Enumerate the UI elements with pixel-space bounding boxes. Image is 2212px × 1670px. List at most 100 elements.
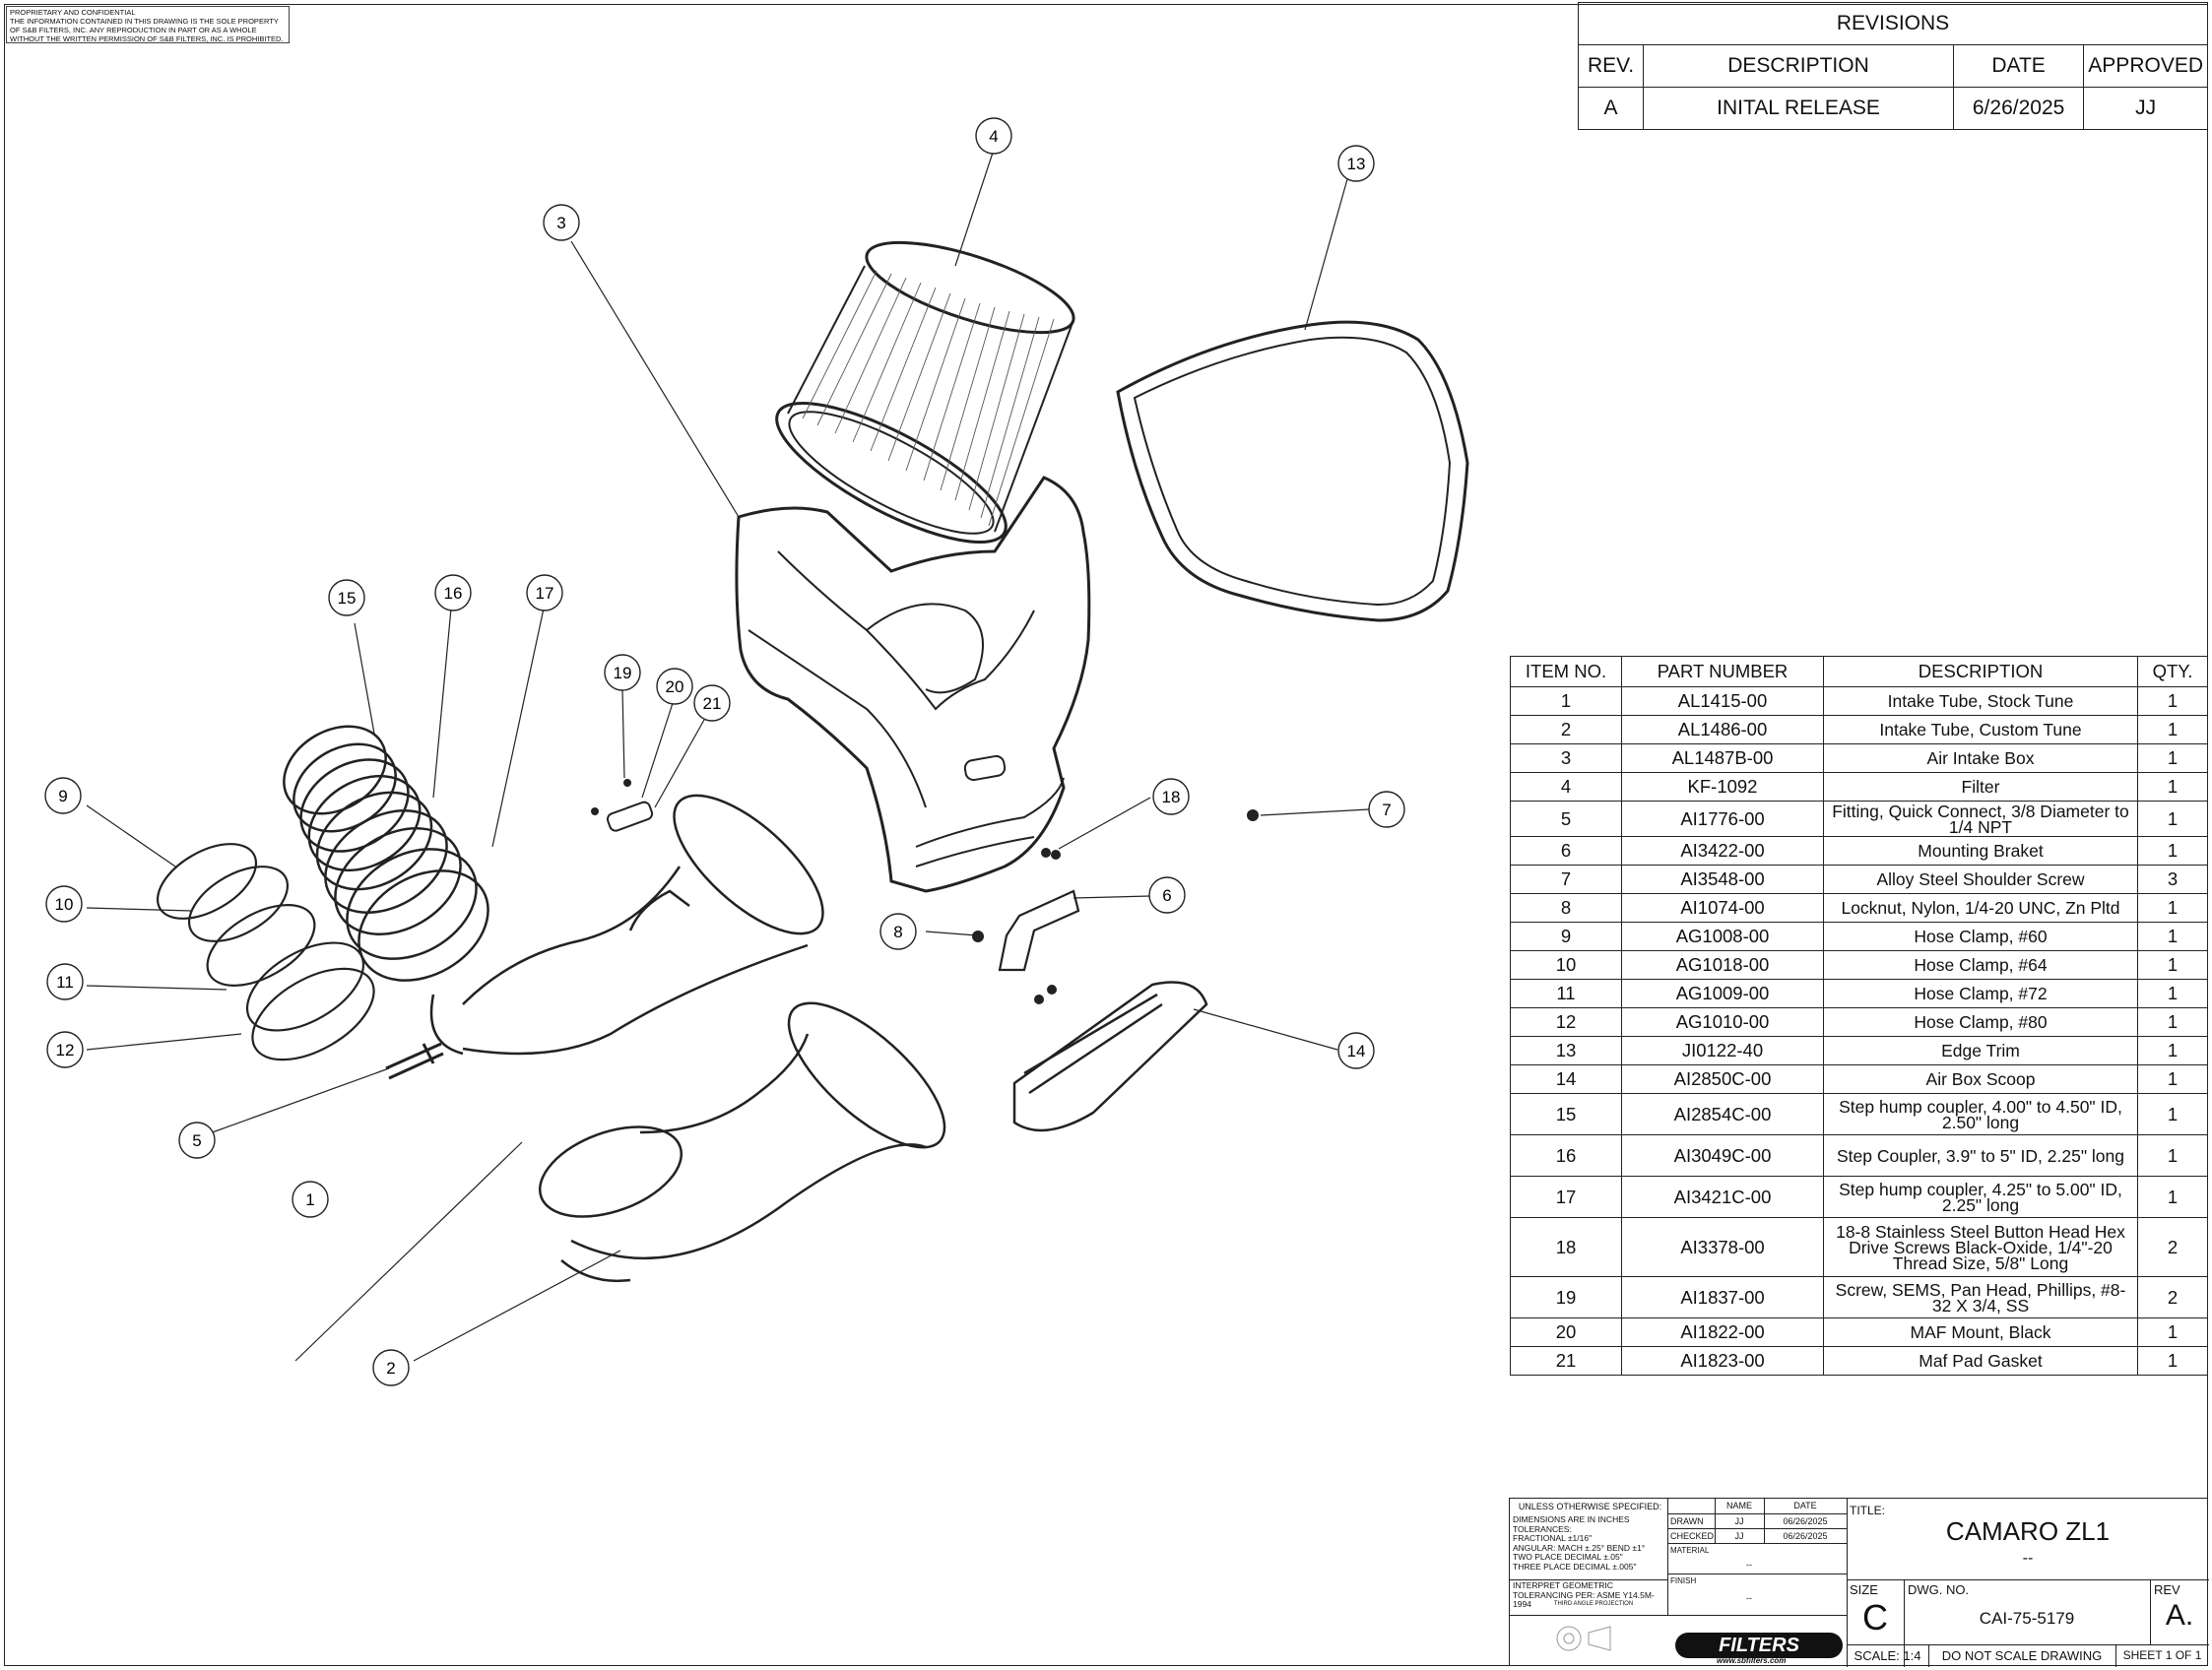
checked-name: JJ <box>1734 1531 1744 1541</box>
balloon-label: 19 <box>614 664 632 682</box>
bom-description-cell: Hose Clamp, #72 <box>1823 979 2138 1008</box>
balloon-circle <box>879 913 917 950</box>
item-no-cell: 13 <box>1510 1036 1622 1065</box>
finish-value: -- <box>1746 1593 1752 1603</box>
rev-cell: A <box>1577 87 1645 130</box>
material-value: -- <box>1746 1560 1752 1570</box>
bom-description-cell: Step hump coupler, 4.00" to 4.50" ID, 2.… <box>1823 1093 2138 1135</box>
air-box-scoop-part <box>1012 981 1208 1132</box>
revisions-table: REVISIONS REV. DESCRIPTION DATE APPROVED… <box>1577 2 2208 130</box>
finish-label: FINISH <box>1670 1576 1697 1585</box>
balloon-label: 2 <box>386 1359 395 1378</box>
bom-description-cell: Air Intake Box <box>1823 743 2138 773</box>
item-no-cell: 12 <box>1510 1007 1622 1037</box>
item-no-cell: 20 <box>1510 1317 1622 1347</box>
dwg-no-label: DWG. NO. <box>1908 1582 1970 1597</box>
part-number-cell: AI1074-00 <box>1621 893 1824 923</box>
revisions-title: REVISIONS <box>1578 2 2208 45</box>
logo-text: FILTERS <box>1719 1635 1799 1656</box>
notice-line: PROPRIETARY AND CONFIDENTIAL <box>10 8 136 17</box>
bom-description-cell: Mounting Braket <box>1823 836 2138 866</box>
balloon-circle <box>975 117 1012 155</box>
item-no-cell: 21 <box>1510 1346 1622 1376</box>
confidential-notice: PROPRIETARY AND CONFIDENTIAL THE INFORMA… <box>6 6 290 43</box>
balloon-circle <box>46 1031 84 1068</box>
bom-description-cell: Hose Clamp, #64 <box>1823 950 2138 980</box>
item-balloon-1: 1 <box>292 1181 329 1218</box>
mounting-bracket-part <box>998 889 1080 972</box>
hose-clamps-parts <box>156 843 375 1061</box>
size-label: SIZE <box>1850 1582 1878 1597</box>
rev-label: REV <box>2154 1582 2180 1597</box>
item-balloon-11: 11 <box>46 963 84 1000</box>
balloon-circle <box>1337 145 1375 182</box>
balloon-circle <box>604 654 641 691</box>
item-balloon-5: 5 <box>178 1122 216 1159</box>
item-balloon-12: 12 <box>46 1031 84 1068</box>
item-balloon-9: 9 <box>44 777 82 814</box>
rev-date-cell: 6/26/2025 <box>1952 87 2085 130</box>
qty-cell: 1 <box>2137 1346 2208 1376</box>
balloon-label: 1 <box>305 1190 314 1209</box>
item-no-cell: 7 <box>1510 865 1622 894</box>
item-balloon-14: 14 <box>1337 1032 1375 1069</box>
qty-cell: 1 <box>2137 950 2208 980</box>
qty-cell: 1 <box>2137 922 2208 951</box>
part-number-cell: JI0122-40 <box>1621 1036 1824 1065</box>
item-no-cell: 10 <box>1510 950 1622 980</box>
bom-description-cell: Hose Clamp, #80 <box>1823 1007 2138 1037</box>
balloon-circle <box>693 684 731 722</box>
drawing-subtitle: -- <box>2022 1550 2034 1567</box>
balloon-label: 4 <box>989 127 998 146</box>
balloon-circle <box>372 1349 410 1386</box>
drawn-label: DRAWN <box>1670 1516 1704 1526</box>
qty-cell: 1 <box>2137 1176 2208 1218</box>
bom-description-cell: Step hump coupler, 4.25" to 5.00" ID, 2.… <box>1823 1176 2138 1218</box>
item-balloon-15: 15 <box>328 579 365 616</box>
balloon-circle <box>46 963 84 1000</box>
item-balloon-13: 13 <box>1337 145 1375 182</box>
revision-row: A INITAL RELEASE 6/26/2025 JJ <box>1577 87 2208 130</box>
balloon-circle <box>1148 876 1186 914</box>
interpret-text: INTERPRET GEOMETRIC <box>1513 1580 1613 1590</box>
balloon-circle <box>526 574 563 611</box>
balloon-label: 10 <box>55 895 74 914</box>
tolerancing-text: TOLERANCING PER: ASME Y14.5M-1994 <box>1513 1589 1655 1609</box>
qty-cell: 3 <box>2137 865 2208 894</box>
balloon-circle <box>45 885 83 923</box>
logo-url: www.sbfilters.com <box>1717 1656 1787 1665</box>
title-label: TITLE: <box>1850 1504 1886 1517</box>
unless-text: UNLESS OTHERWISE SPECIFIED: <box>1518 1502 1662 1511</box>
item-no-cell: 15 <box>1510 1093 1622 1135</box>
balloon-label: 6 <box>1162 886 1171 905</box>
balloon-label: 9 <box>58 787 67 805</box>
rev-value: A. <box>2165 1599 2194 1632</box>
part-number-cell: AI1823-00 <box>1621 1346 1824 1376</box>
item-balloon-8: 8 <box>879 913 917 950</box>
sheet-text: SHEET 1 OF 1 <box>2122 1648 2202 1662</box>
date-col-header: DATE <box>1793 1501 1817 1510</box>
intake-tube-custom-part <box>538 1001 946 1282</box>
part-number-cell: AI2850C-00 <box>1621 1064 1824 1094</box>
item-balloon-3: 3 <box>543 204 580 241</box>
bom-description-cell: MAF Mount, Black <box>1823 1317 2138 1347</box>
screws-parts <box>591 779 1259 1004</box>
item-no-cell: 4 <box>1510 772 1622 802</box>
bom-description-cell: Intake Tube, Custom Tune <box>1823 715 2138 744</box>
item-balloon-4: 4 <box>975 117 1012 155</box>
balloon-label: 15 <box>338 589 357 608</box>
balloon-circle <box>543 204 580 241</box>
bom-description-header: DESCRIPTION <box>1823 656 2138 687</box>
balloon-label: 17 <box>536 584 554 603</box>
tolerances-text: TOLERANCES: <box>1513 1523 1572 1534</box>
balloon-circle <box>328 579 365 616</box>
balloon-label: 7 <box>1382 801 1391 819</box>
